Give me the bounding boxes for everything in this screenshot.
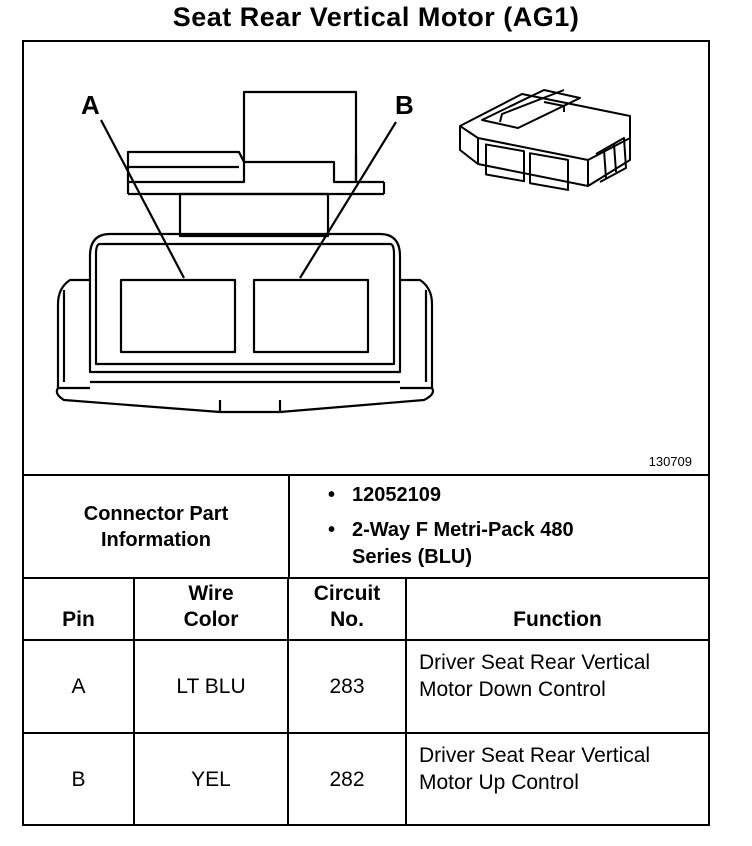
table-row: B YEL 282 Driver Seat Rear Vertical Moto… bbox=[24, 732, 708, 826]
connector-latch-shape bbox=[242, 90, 358, 184]
header-pin: Pin bbox=[24, 577, 135, 641]
connector-info-row: Connector Part Information • 12052109 • … bbox=[24, 476, 708, 579]
header-circuit: Circuit No. bbox=[287, 577, 407, 641]
circuit-cell: 283 bbox=[287, 639, 407, 734]
pin-cell: A bbox=[24, 639, 135, 734]
bullet-icon: • bbox=[328, 484, 336, 506]
header-wire-color: Wire Color bbox=[133, 577, 289, 641]
pin-table: Pin Wire Color Circuit No. Function A LT… bbox=[24, 577, 708, 826]
connector-perspective-view bbox=[459, 89, 631, 191]
figure-number: 130709 bbox=[648, 454, 692, 469]
pin-a-callout: A bbox=[81, 90, 100, 120]
function-cell: Driver Seat Rear Vertical Motor Down Con… bbox=[405, 639, 708, 734]
connector-diagram: A B 130709 bbox=[24, 42, 708, 476]
part-number-item: • 12052109 bbox=[322, 482, 652, 509]
wire-color-cell: LT BLU bbox=[133, 639, 289, 734]
leader-line-b bbox=[299, 121, 397, 279]
wire-color-cell: YEL bbox=[133, 732, 289, 826]
page-title: Seat Rear Vertical Motor (AG1) bbox=[172, 2, 580, 32]
pin-b-callout: B bbox=[395, 90, 414, 120]
pin-cavity-a bbox=[119, 278, 237, 354]
pin-table-header: Pin Wire Color Circuit No. Function bbox=[24, 577, 708, 641]
bullet-icon: • bbox=[328, 519, 336, 541]
pin-cell: B bbox=[24, 732, 135, 826]
connector-body-shape bbox=[88, 232, 402, 374]
header-function: Function bbox=[405, 577, 708, 641]
function-cell: Driver Seat Rear Vertical Motor Up Contr… bbox=[405, 732, 708, 826]
table-row: A LT BLU 283 Driver Seat Rear Vertical M… bbox=[24, 639, 708, 734]
connector-drawing bbox=[55, 89, 631, 414]
connector-sheet: A B 130709 Connector Part Information • … bbox=[22, 40, 710, 826]
connector-type-item: • 2-Way F Metri-Pack 480 Series (BLU) bbox=[328, 519, 574, 568]
connector-info-list: • 12052109 • 2-Way F Metri-Pack 480 Seri… bbox=[322, 482, 652, 571]
connector-info-label: Connector Part Information bbox=[24, 476, 290, 577]
leader-line-a bbox=[100, 119, 185, 279]
pin-cavity-b bbox=[252, 278, 370, 354]
circuit-cell: 282 bbox=[287, 732, 407, 826]
